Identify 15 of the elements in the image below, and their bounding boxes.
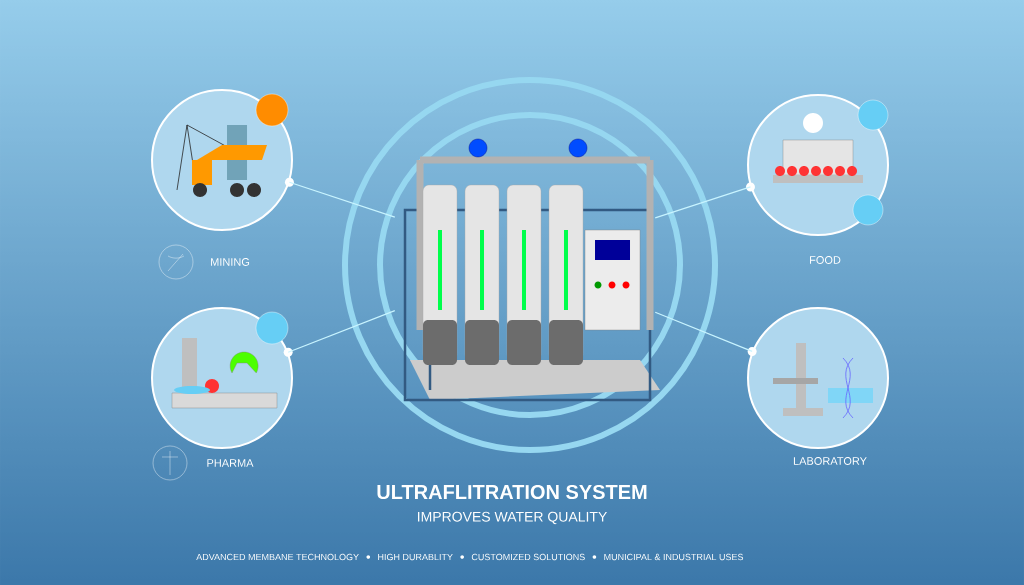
feature-text: CUSTOMIZED SOLUTIONS — [471, 553, 585, 561]
connector-line — [654, 311, 753, 353]
category-label: FOOD — [810, 256, 841, 264]
subtitle: IMPROVES WATER QUALITY — [418, 511, 607, 525]
category-label: PHARMA — [207, 459, 254, 467]
feature-text: HIGH DURABLITY — [378, 553, 453, 561]
filtration-system-drawing — [403, 138, 660, 402]
connector-line — [288, 181, 396, 218]
category-label: MINING — [211, 258, 250, 266]
feature-text: MUNICIPAL & INDUSTRIAL USES — [604, 553, 744, 561]
connector-line — [654, 186, 752, 219]
category-label: LABORATORY — [793, 457, 867, 465]
feature-text: ADVANCED MEMBANE TECHNOLOGY — [196, 553, 359, 561]
connector-line — [287, 310, 396, 353]
title: ULTRAFLITRATION SYSTEM — [377, 484, 647, 500]
